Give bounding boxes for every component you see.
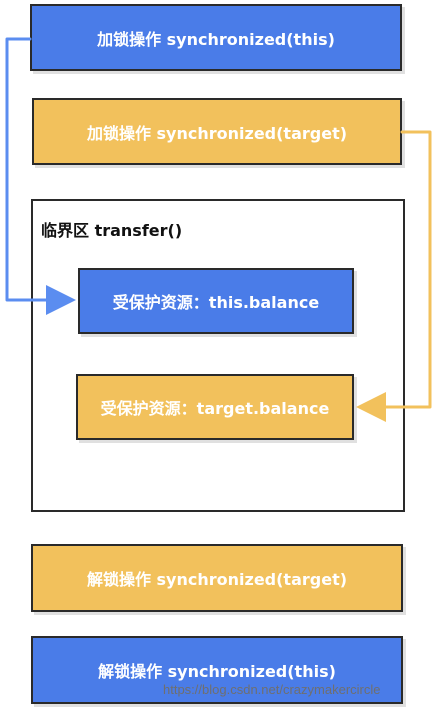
watermark-url: https://blog.csdn.net/crazymakercircle [163,682,381,697]
resource-this-box: 受保护资源：this.balance [78,268,354,334]
lock-target-box: 加锁操作 synchronized(target) [32,98,402,165]
lock-target-label: 加锁操作 synchronized(target) [86,123,348,143]
resource-target-box: 受保护资源：target.balance [76,374,354,440]
lock-this-label: 加锁操作 synchronized(this) [97,29,335,49]
resource-target-label: 受保护资源：target.balance [100,399,330,418]
critical-section-box: 临界区 transfer() [31,199,405,512]
resource-this-label: 受保护资源：this.balance [112,293,320,312]
unlock-this-label: 解锁操作 synchronized(this) [98,662,336,681]
critical-section-title: 临界区 transfer() [41,221,183,240]
lock-this-box: 加锁操作 synchronized(this) [30,4,402,71]
unlock-target-box: 解锁操作 synchronized(target) [31,544,403,612]
unlock-target-label: 解锁操作 synchronized(target) [86,570,348,589]
unlock-this-box: 解锁操作 synchronized(this) [31,636,403,704]
